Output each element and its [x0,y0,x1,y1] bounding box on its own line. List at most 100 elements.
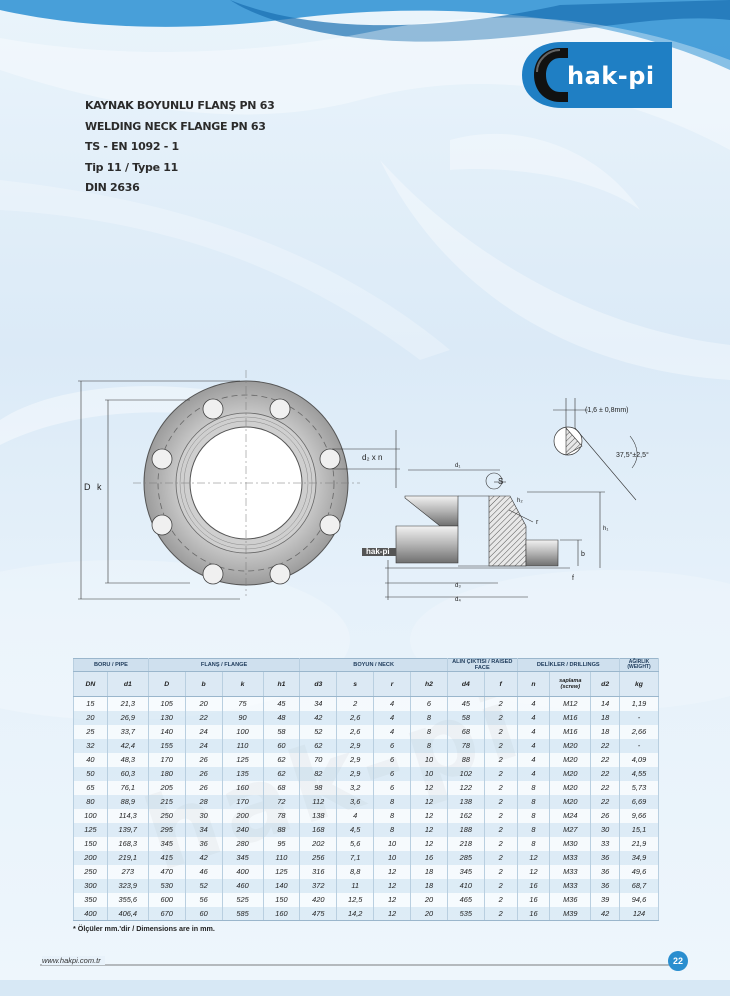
table-cell: 58 [262,724,301,739]
table-cell: M27 [549,822,592,837]
table-cell: 20 [73,710,108,725]
table-cell: 12,5 [336,892,375,907]
label-h1: h₁ [603,526,608,532]
table-cell: 21,9 [619,836,659,851]
table-cell: 24 [184,738,223,753]
table-cell: 4,5 [336,822,375,837]
table-cell: M20 [549,738,592,753]
table-cell: 280 [221,836,264,851]
table-cell: 135 [221,766,264,781]
table-cell: 4 [516,724,551,739]
footer-rule [40,964,680,966]
table-cell: 100 [73,808,108,823]
table-cell: 2 [483,892,518,907]
table-cell: 188 [446,822,485,837]
table-cell: - [619,738,659,753]
table-cell: 24 [184,724,223,739]
table-cell: 200 [73,850,108,865]
table-cell: 18 [410,878,448,893]
table-cell: 105 [147,696,186,711]
table-cell: 6,69 [619,794,659,809]
table-cell: 2,9 [336,752,375,767]
table-cell: 62 [299,738,338,753]
table-cell: 88 [446,752,485,767]
table-cell: 2 [483,724,518,739]
table-cell: 26,9 [106,710,149,725]
column-header: k [221,671,264,697]
label-bevel-angle: 37,5°±2,5° [616,451,649,459]
flange-technical-drawing: D k d₂ x n hak-pi d₁ S h₂ r h₁ b f d₃ d₄ [78,370,649,603]
table-cell: 140 [147,724,186,739]
table-group-header-row: BORU / PIPE FLANŞ / FLANGE BOYUN / NECK … [73,658,659,672]
table-cell: 72 [262,794,301,809]
column-header: r [373,671,411,697]
table-cell: 12 [373,892,411,907]
table-cell: 68 [262,780,301,795]
label-d3: d₃ [455,583,461,589]
table-cell: 140 [262,878,301,893]
table-cell: 42,4 [106,738,149,753]
table-cell: 345 [446,864,485,879]
table-cell: 56 [184,892,223,907]
group-header-flange: FLANŞ / FLANGE [147,658,301,672]
table-cell: 316 [299,864,338,879]
table-cell: 585 [221,906,264,921]
table-cell: 2 [483,794,518,809]
table-cell: M36 [549,892,592,907]
column-header: kg [619,671,659,697]
title-en: WELDING NECK FLANGE PN 63 [85,119,266,133]
table-cell: 20 [410,906,448,921]
footer-url[interactable]: www.hakpi.com.tr [42,956,105,965]
table-cell: 36 [590,864,620,879]
table-cell: 4 [516,696,551,711]
table-cell: 1,19 [619,696,659,711]
column-header: f [483,671,518,697]
group-header-raised-face: ALIN ÇIKTISI / RAISED FACE [446,658,518,672]
table-cell: 400 [221,864,264,879]
table-cell: 4 [373,710,411,725]
table-cell: 2 [483,752,518,767]
table-cell: 2 [336,696,375,711]
table-cell: 9,66 [619,808,659,823]
table-cell: 345 [221,850,264,865]
table-cell: M20 [549,752,592,767]
table-cell: 155 [147,738,186,753]
table-cell: 8 [373,822,411,837]
table-cell: 285 [446,850,485,865]
table-cell: 12 [410,822,448,837]
table-cell: 5,73 [619,780,659,795]
table-cell: 45 [262,696,301,711]
table-cell: 7,1 [336,850,375,865]
dimensions-table: BORU / PIPE FLANŞ / FLANGE BOYUN / NECK … [73,658,659,921]
table-cell: 323,9 [106,878,149,893]
table-cell: 2 [483,878,518,893]
table-cell: 110 [262,850,301,865]
table-cell: 65 [73,780,108,795]
label-bevel-gap: (1,6 ± 0,8mm) [585,407,629,414]
table-cell: 125 [221,752,264,767]
table-cell: 12 [516,864,551,879]
table-cell: M24 [549,808,592,823]
table-cell: 4 [373,696,411,711]
table-cell: 125 [262,864,301,879]
table-cell: 2 [483,696,518,711]
table-cell: 470 [147,864,186,879]
table-cell: 58 [446,710,485,725]
table-cell: 3,2 [336,780,375,795]
table-cell: 68 [446,724,485,739]
table-cell: 11 [336,878,375,893]
group-header-pipe: BORU / PIPE [73,658,149,672]
brand-logo [522,42,672,108]
table-cell: 2 [483,808,518,823]
column-header: saplama (screw) [549,671,592,697]
table-cell: 273 [106,864,149,879]
table-cell: 400 [73,906,108,921]
table-cell: M16 [549,710,592,725]
table-cell: 114,3 [106,808,149,823]
table-cell: 100 [221,724,264,739]
